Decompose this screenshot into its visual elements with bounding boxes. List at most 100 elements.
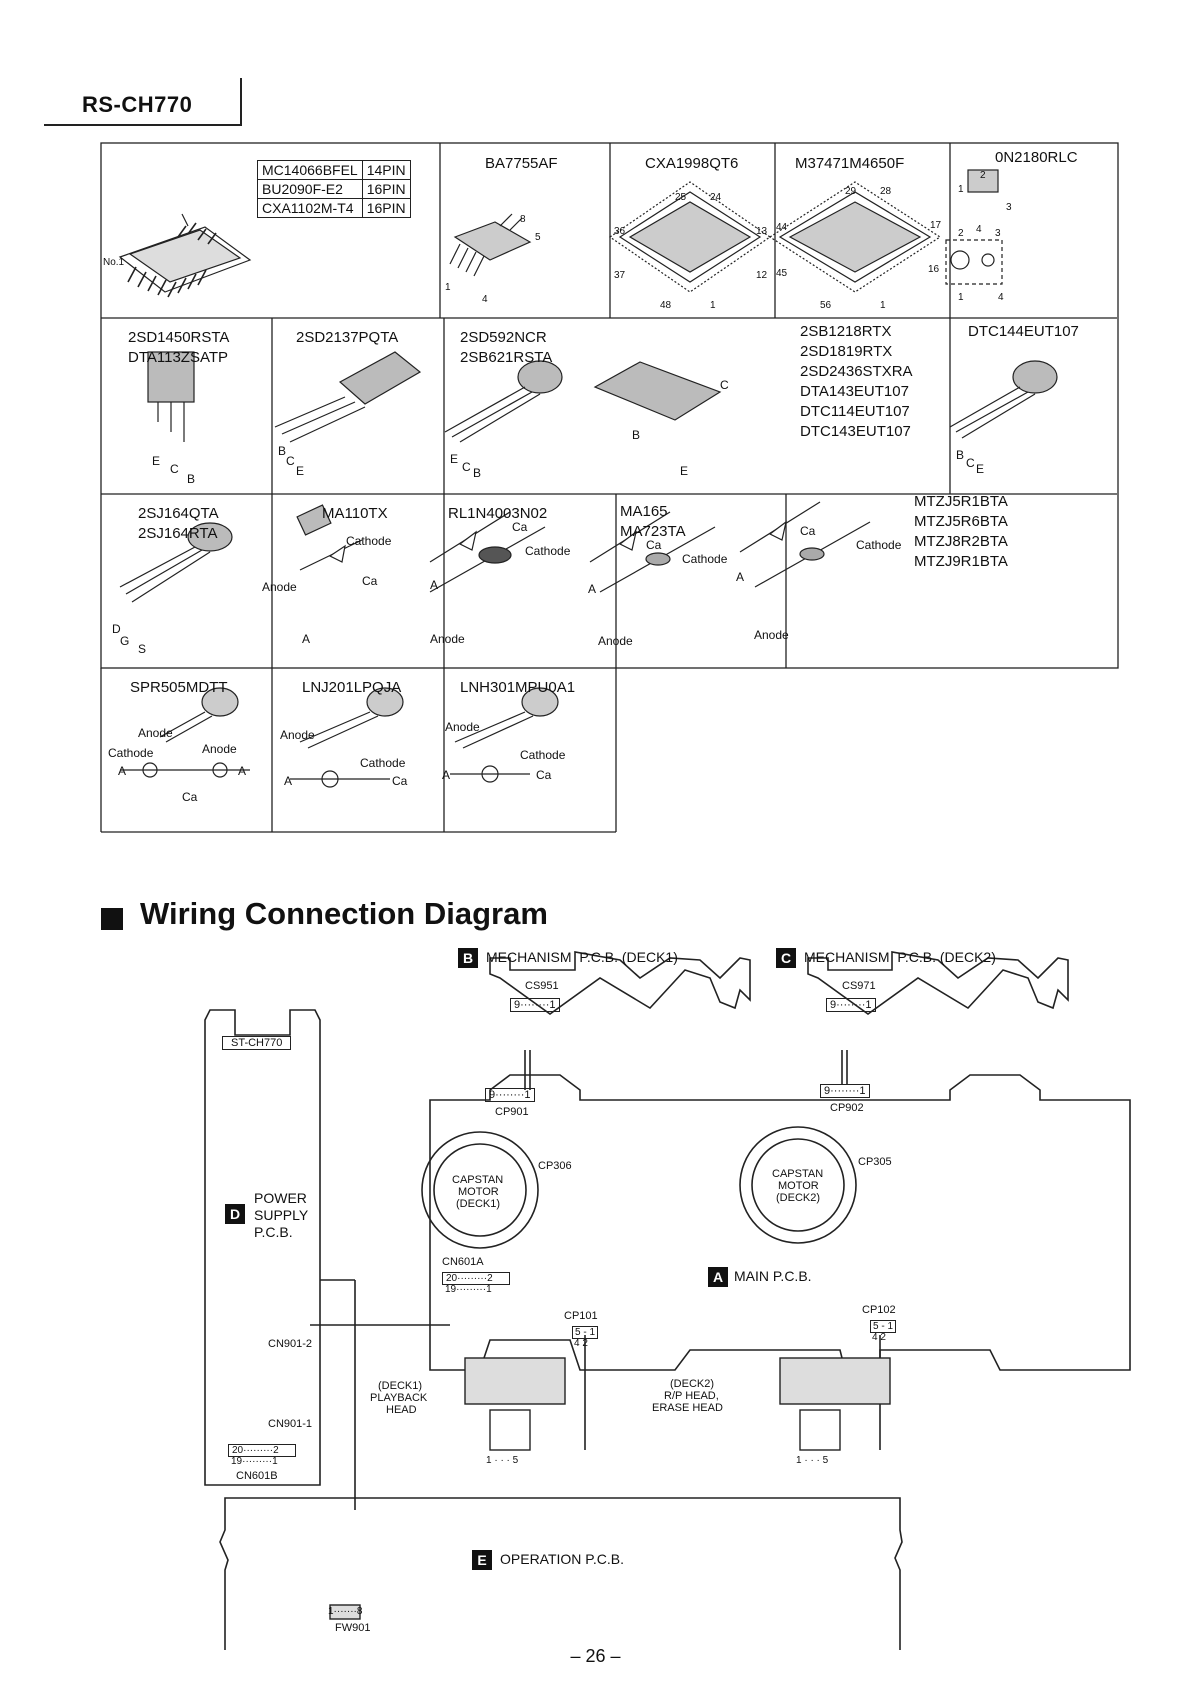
deck1-label: MECHANISM P.C.B. (DECK1) [486, 949, 678, 965]
pin-label: 28 [880, 186, 892, 197]
capstan1-line: CAPSTAN [452, 1174, 504, 1186]
pin-label: 4 [976, 224, 982, 235]
pin-label: 45 [776, 268, 788, 279]
part-lnh301mpu0a1: LNH301MPU0A1 [460, 679, 576, 696]
cp102-pins: 4 2 [872, 1332, 886, 1343]
pin-e: E [680, 464, 689, 478]
head1-line: (DECK1) [378, 1380, 423, 1392]
pin-label: 12 [756, 270, 768, 281]
part-2sd2137pqta: 2SD2137PQTA [296, 329, 399, 346]
capstan2-line: MOTOR [778, 1180, 819, 1192]
model-title: RS-CH770 [82, 92, 193, 117]
part-2sj164qta: 2SJ164QTA [138, 505, 219, 522]
pin-label: 13 [756, 226, 768, 237]
part-cxa1998qt6: CXA1998QT6 [645, 155, 739, 172]
ic-part: CXA1102M-T4 [257, 198, 363, 218]
pin-d: D [112, 622, 121, 636]
head1-pins: 1 · · · 5 [486, 1455, 519, 1466]
header-rule-vertical [240, 78, 242, 126]
cp101-pins: 4 2 [574, 1338, 588, 1349]
cn601b-pins-top: 20·········2 [228, 1444, 296, 1457]
pin-e: E [450, 452, 459, 466]
cn601a-pins-bottom: 19·········1 [445, 1284, 492, 1295]
part-dtc144eut107: DTC144EUT107 [968, 323, 1079, 340]
cs971-pins: 9········1 [826, 998, 876, 1012]
pin-label: 56 [820, 300, 832, 311]
cp306-label: CP306 [538, 1160, 572, 1172]
pin-c: C [720, 378, 729, 392]
deck2-label: MECHANISM P.C.B. (DECK2) [804, 949, 996, 965]
pin-label: 4 [998, 292, 1004, 303]
pin-label: 36 [614, 226, 626, 237]
ic-part: BU2090F-E2 [257, 179, 363, 199]
part-2sd1819rtx: 2SD1819RTX [800, 343, 893, 360]
power-line: P.C.B. [254, 1224, 293, 1240]
part-dta143eut107: DTA143EUT107 [800, 383, 909, 400]
cathode-label: Cathode [108, 746, 154, 760]
a-label: A [736, 570, 745, 584]
pin-c: C [286, 454, 295, 468]
part-m37471m4650f: M37471M4650F [795, 155, 905, 172]
part-ba7755af: BA7755AF [485, 155, 558, 172]
cp102-label: CP102 [862, 1304, 896, 1316]
cathode-label: Cathode [525, 544, 571, 558]
pin-label: 25 [675, 192, 687, 203]
anode-label: Anode [430, 632, 465, 646]
cp902-pins: 9········1 [820, 1084, 870, 1098]
pin-label: 4 [482, 294, 488, 305]
pin-b: B [187, 472, 196, 486]
ca-label: Ca [392, 774, 408, 788]
cs951-pins: 9········1 [510, 998, 560, 1012]
pin-e: E [152, 454, 161, 468]
badge-d: D [225, 1204, 245, 1224]
part-lnj201lpqja: LNJ201LPQJA [302, 679, 402, 696]
pin-label: 37 [614, 270, 626, 281]
cathode-label: Cathode [346, 534, 392, 548]
part-2sd2436stxra: 2SD2436STXRA [800, 363, 913, 380]
main-pcb-label: MAIN P.C.B. [734, 1268, 812, 1284]
cathode-label: Cathode [856, 538, 902, 552]
ca-label: Ca [536, 768, 552, 782]
operation-pcb-label: OPERATION P.C.B. [500, 1551, 624, 1567]
power-line: SUPPLY [254, 1207, 309, 1223]
part-mtzj9r1bta: MTZJ9R1BTA [914, 553, 1008, 570]
pin1-label: No.1 [103, 257, 125, 268]
header-rule [44, 124, 240, 126]
part-0n2180rlc: 0N2180RLC [995, 149, 1078, 166]
pin-label: 16 [928, 264, 940, 275]
head2-line: (DECK2) [670, 1378, 715, 1390]
cn601b-label: CN601B [236, 1470, 278, 1482]
a-label: A [442, 768, 451, 782]
badge-a: A [708, 1267, 728, 1287]
pin-label: 1 [958, 184, 964, 195]
a-label: A [118, 764, 127, 778]
part-ma110tx: MA110TX [322, 505, 388, 522]
cn601a-pins-top: 20·········2 [442, 1272, 510, 1285]
pin-label: 2 [980, 170, 986, 181]
pin-label: 8 [520, 214, 526, 225]
anode-label: Anode [262, 580, 297, 594]
ic-pins: 14PIN [361, 160, 411, 180]
pin-label: 48 [660, 300, 672, 311]
anode-label: Anode [202, 742, 237, 756]
part-ma165: MA165 [620, 503, 668, 520]
component-grid-drawing [100, 142, 1119, 833]
cn601b-pins-bottom: 19·········1 [231, 1456, 278, 1467]
ca-label: Ca [182, 790, 198, 804]
wiring-diagram: B MECHANISM P.C.B. (DECK1) CS951 9······… [180, 930, 1140, 1650]
fw901-label: FW901 [335, 1622, 371, 1634]
pin-label: 44 [776, 222, 788, 233]
section-bullet [101, 908, 123, 930]
part-2sb1218rtx: 2SB1218RTX [800, 323, 892, 340]
ic-part: MC14066BFEL [257, 160, 363, 180]
part-mtzj5r1bta: MTZJ5R1BTA [914, 493, 1008, 510]
pin-b: B [632, 428, 641, 442]
cathode-label: Cathode [360, 756, 406, 770]
cp901-label: CP901 [495, 1106, 529, 1118]
pin-b: B [473, 466, 482, 480]
ic-pins: 16PIN [361, 198, 411, 218]
